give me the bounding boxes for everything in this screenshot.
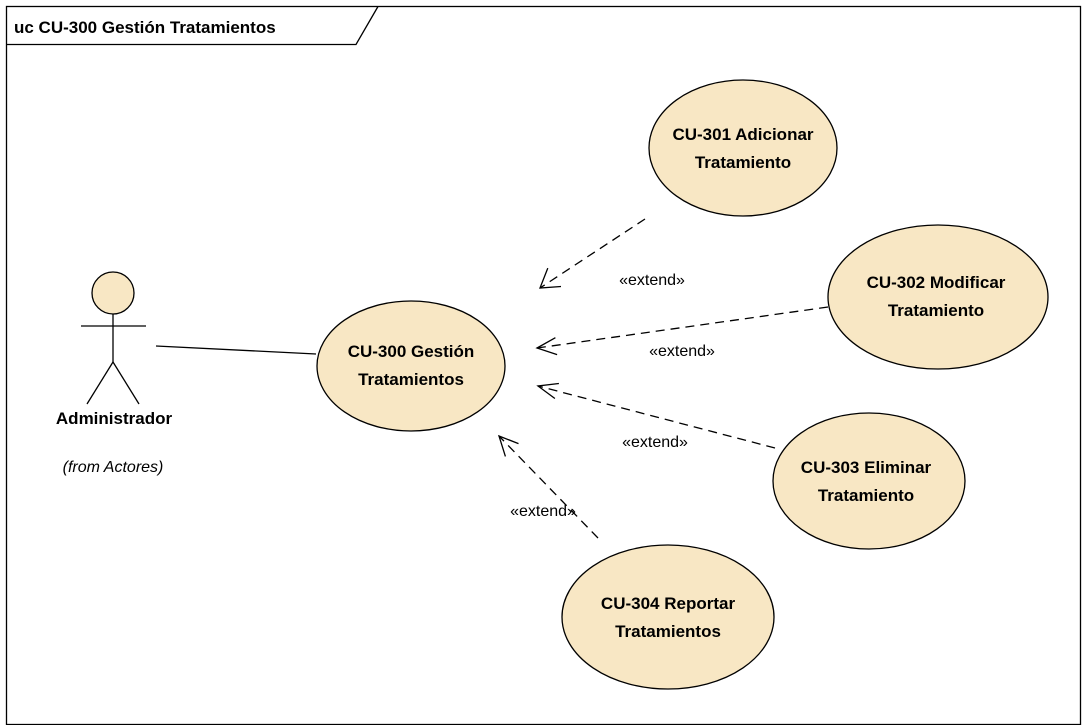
association-line <box>155 345 317 355</box>
extend-302-arrowhead <box>535 337 558 356</box>
usecase-cu303-shape <box>772 412 966 550</box>
actor-right-leg <box>112 361 140 405</box>
extend-301-line <box>539 218 646 289</box>
usecase-cu304-line1: CU-304 Reportar <box>601 594 736 613</box>
usecase-cu304[interactable]: CU-304 Reportar Tratamientos <box>561 544 775 690</box>
usecase-cu304-shape <box>561 544 775 690</box>
usecase-cu303[interactable]: CU-303 Eliminar Tratamiento <box>772 412 966 550</box>
frame-title: uc CU-300 Gestión Tratamientos <box>14 18 276 37</box>
frame-title-tab <box>6 6 379 46</box>
usecase-cu302-line2: Tratamiento <box>888 301 984 320</box>
usecase-cu303-line1: CU-303 Eliminar <box>801 458 932 477</box>
usecase-cu300-line1: CU-300 Gestión <box>348 342 475 361</box>
extend-301: «extend» <box>539 218 685 289</box>
usecase-cu302-shape <box>827 224 1049 370</box>
extend-304-line <box>498 435 599 539</box>
extend-303-label: «extend» <box>622 434 688 451</box>
actor-name: Administrador <box>56 409 173 428</box>
usecase-cu300[interactable]: CU-300 Gestión Tratamientos <box>316 300 506 432</box>
usecase-cu300-line2: Tratamientos <box>358 370 464 389</box>
extend-304-label: «extend» <box>510 503 576 520</box>
actor-head <box>91 271 135 315</box>
usecase-cu301-line2: Tratamiento <box>695 153 791 172</box>
usecase-cu300-shape <box>316 300 506 432</box>
usecase-cu304-line2: Tratamientos <box>615 622 721 641</box>
actor-left-leg <box>86 361 114 405</box>
extend-304: «extend» <box>497 434 599 539</box>
usecase-cu301-shape <box>648 79 838 217</box>
extend-302-label: «extend» <box>649 343 715 360</box>
extend-301-label: «extend» <box>619 272 685 289</box>
usecase-cu303-line2: Tratamiento <box>818 486 914 505</box>
actor-administrador[interactable]: Administrador (from Actores) <box>56 271 173 476</box>
extend-303-arrowhead <box>536 382 559 400</box>
extend-302-line <box>536 306 829 349</box>
usecase-cu301[interactable]: CU-301 Adicionar Tratamiento <box>648 79 838 217</box>
extend-304-arrowhead <box>497 434 519 457</box>
extend-302: «extend» <box>535 306 829 360</box>
usecase-cu302[interactable]: CU-302 Modificar Tratamiento <box>827 224 1049 370</box>
extend-303: «extend» <box>536 382 776 451</box>
extend-303-line <box>537 385 776 449</box>
actor-origin: (from Actores) <box>63 459 164 476</box>
extend-301-arrowhead <box>539 267 562 289</box>
usecase-cu301-line1: CU-301 Adicionar <box>672 125 813 144</box>
usecase-cu302-line1: CU-302 Modificar <box>867 273 1006 292</box>
